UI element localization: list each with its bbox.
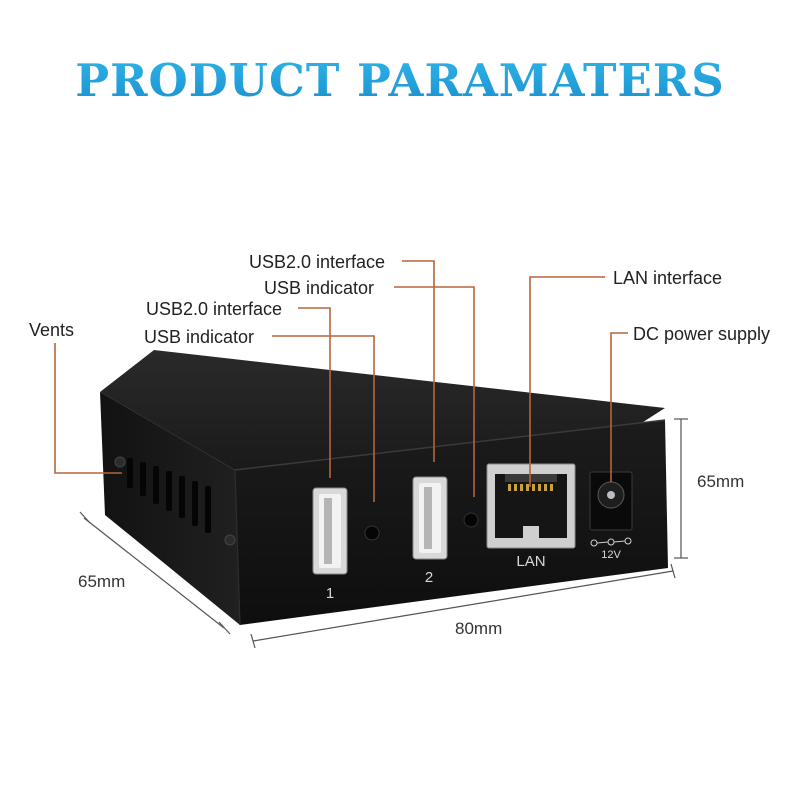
usb-indicator-led-1 xyxy=(364,525,380,541)
leader-usb-indicator-2 xyxy=(394,286,475,497)
usb-indicator-led-2 xyxy=(463,512,479,528)
leader-lines xyxy=(54,260,628,502)
callout-usb-indicator-2: USB indicator xyxy=(264,278,374,298)
port-1-label: 1 xyxy=(326,585,334,602)
dimension-height: 65mm xyxy=(674,418,744,559)
callout-vents: Vents xyxy=(29,320,74,340)
leader-lan xyxy=(529,276,605,487)
usb-port-2 xyxy=(412,476,448,560)
lan-port xyxy=(486,463,576,549)
dim-height-label: 65mm xyxy=(697,472,744,491)
callout-usb-interface-1: USB2.0 interface xyxy=(146,299,282,319)
dim-depth-label: 65mm xyxy=(78,572,125,591)
page-title: PRODUCT PARAMATERS xyxy=(75,54,724,107)
dc-jack xyxy=(589,471,633,531)
leader-usb-interface-2 xyxy=(402,260,435,462)
screw-icon xyxy=(114,456,126,468)
screw-icon xyxy=(224,534,236,546)
leader-dc xyxy=(610,332,628,482)
leader-usb-interface-1 xyxy=(298,307,331,478)
usb-port-1 xyxy=(312,487,348,575)
dimension-depth: 65mm xyxy=(78,511,231,635)
dim-width-label: 80mm xyxy=(455,619,502,638)
callout-dc-power: DC power supply xyxy=(633,324,770,344)
callout-lan-interface: LAN interface xyxy=(613,268,722,288)
vents xyxy=(127,458,211,533)
device-top-face xyxy=(100,350,665,470)
dimension-width: 80mm xyxy=(250,563,676,649)
port-2-label: 2 xyxy=(425,569,433,586)
leader-usb-indicator-1 xyxy=(272,335,375,502)
lan-port-label: LAN xyxy=(516,553,545,570)
callout-usb-interface-2: USB2.0 interface xyxy=(249,252,385,272)
callout-usb-indicator-1: USB indicator xyxy=(144,327,254,347)
polarity-icon xyxy=(590,537,632,547)
mini-pc-device: 1 2 LAN xyxy=(100,350,668,626)
voltage-label: 12V xyxy=(601,549,621,561)
leader-vents xyxy=(54,343,122,474)
